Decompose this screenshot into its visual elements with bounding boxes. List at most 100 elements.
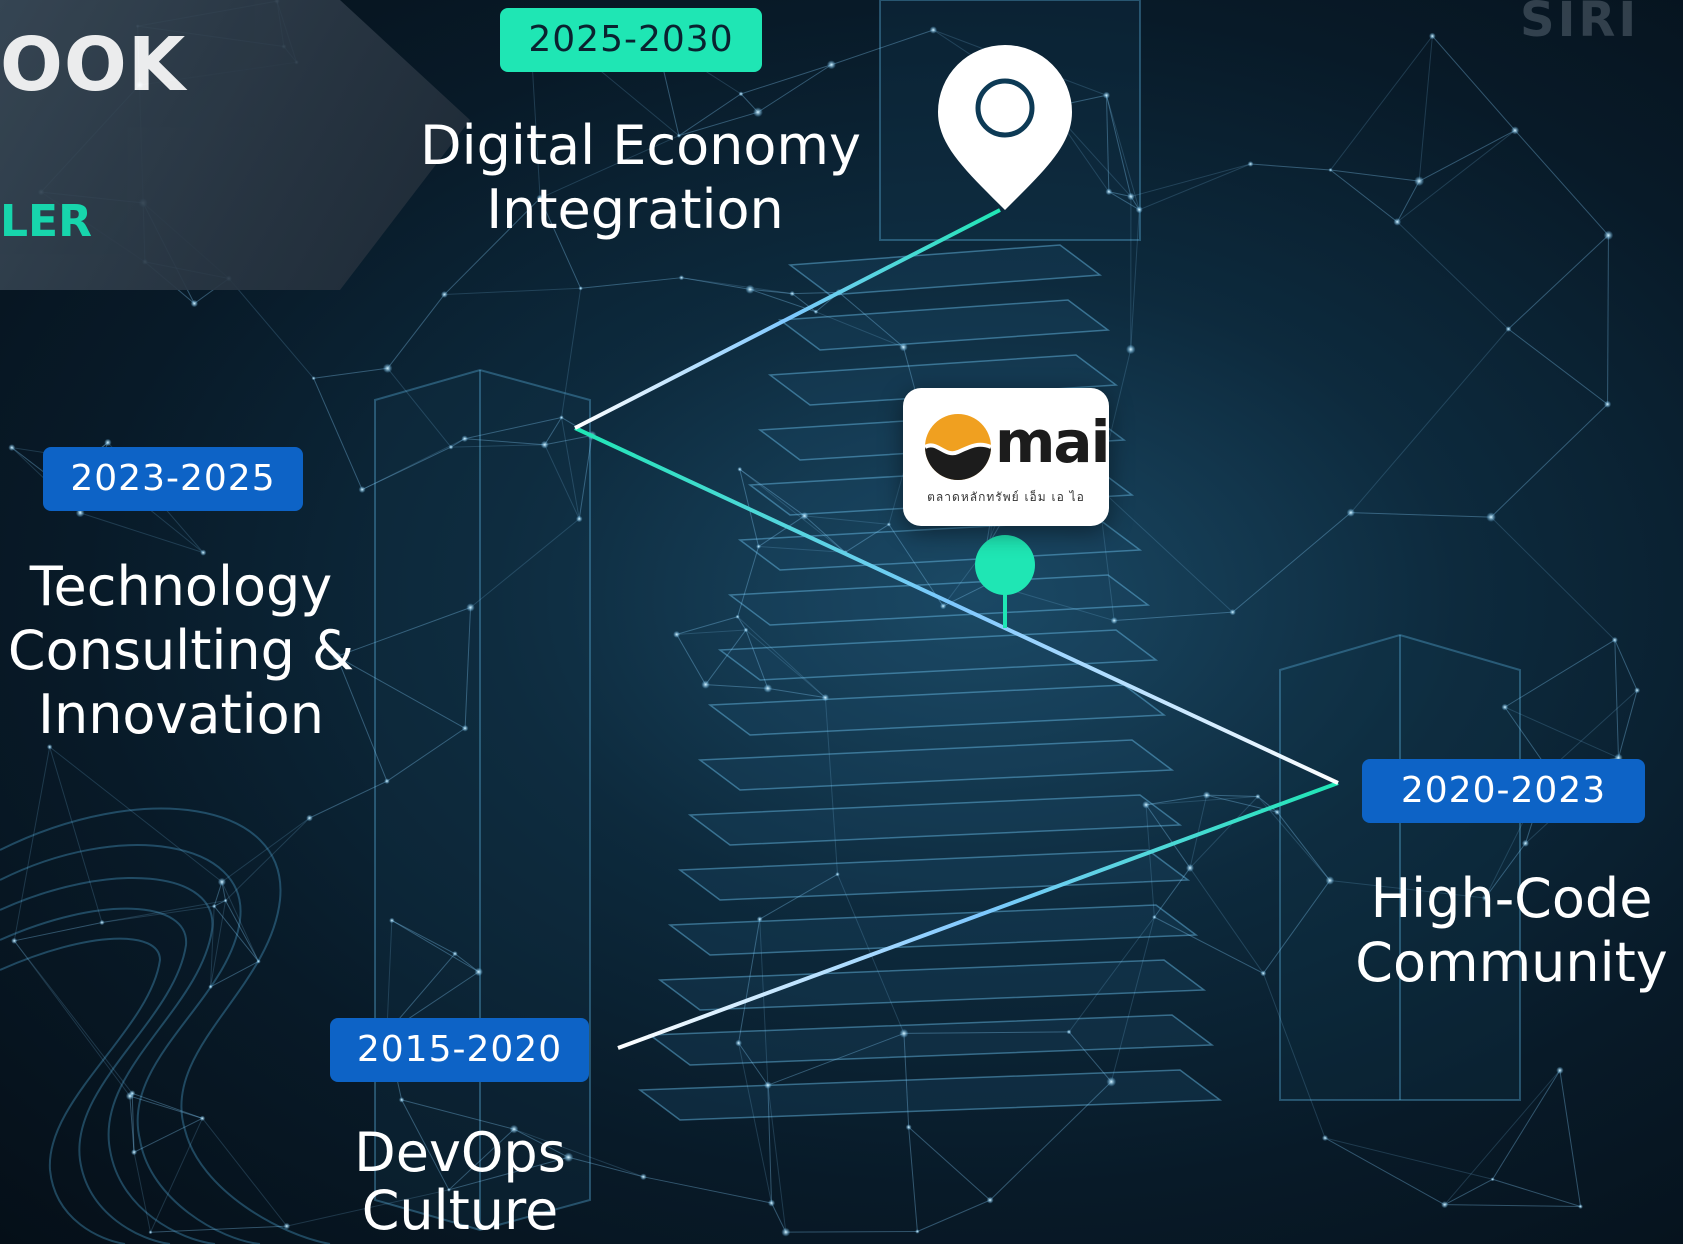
network-node xyxy=(8,444,16,452)
network-line xyxy=(513,1128,569,1158)
network-line xyxy=(13,940,133,1094)
network-line xyxy=(804,515,846,553)
network-line xyxy=(401,1099,450,1191)
network-line xyxy=(1514,130,1609,236)
network-line xyxy=(129,1096,135,1153)
network-node xyxy=(676,133,682,138)
network-node xyxy=(125,1092,134,1101)
network-node xyxy=(781,1227,791,1237)
network-line xyxy=(1492,1178,1581,1208)
network-line xyxy=(448,1156,569,1191)
network-line xyxy=(1154,916,1264,974)
network-line xyxy=(313,378,363,490)
network-line xyxy=(1105,95,1110,192)
network-node xyxy=(208,984,213,990)
network-node xyxy=(358,486,366,494)
network-line xyxy=(13,746,51,941)
network-line xyxy=(1153,867,1191,918)
network-node xyxy=(1490,1177,1495,1182)
network-line xyxy=(917,1199,991,1232)
network-line xyxy=(131,1093,135,1153)
network-line xyxy=(737,616,747,631)
network-line xyxy=(202,1118,288,1227)
network-line xyxy=(1330,169,1420,182)
network-line xyxy=(213,905,259,962)
panel-title: OOK xyxy=(0,22,187,108)
network-line xyxy=(749,288,793,295)
network-line xyxy=(513,1128,569,1158)
network-line xyxy=(1444,1204,1581,1208)
network-line xyxy=(1153,867,1191,918)
network-line xyxy=(1330,169,1420,182)
network-node xyxy=(306,814,313,822)
network-line xyxy=(1418,129,1516,182)
network-node xyxy=(536,194,544,202)
stair-step xyxy=(687,794,1183,846)
network-node xyxy=(737,466,743,472)
network-line xyxy=(210,906,215,987)
network-node xyxy=(1185,863,1195,872)
network-line xyxy=(361,446,452,491)
network-line xyxy=(1396,130,1516,223)
network-line xyxy=(14,922,103,942)
network-node xyxy=(1325,876,1335,885)
network-node xyxy=(1106,1076,1117,1087)
dot-marker-icon xyxy=(975,535,1035,595)
network-line xyxy=(132,1092,203,1119)
network-line xyxy=(757,64,832,113)
network-line xyxy=(1130,209,1140,350)
network-line xyxy=(1444,1204,1581,1208)
network-node xyxy=(1603,400,1612,408)
network-line xyxy=(1105,95,1132,197)
network-node xyxy=(1521,839,1530,847)
title-line: Technology xyxy=(29,555,333,618)
network-line xyxy=(401,1099,450,1191)
network-line xyxy=(387,294,445,369)
network-node xyxy=(509,1124,519,1134)
network-line xyxy=(643,1176,772,1204)
network-line xyxy=(386,727,466,782)
network-node xyxy=(199,1115,206,1122)
network-line xyxy=(844,523,890,553)
network-line xyxy=(1276,811,1331,881)
network-node xyxy=(211,903,217,909)
network-node xyxy=(1142,800,1150,809)
network-line xyxy=(578,435,593,519)
network-line xyxy=(831,29,934,66)
network-line xyxy=(738,1042,769,1086)
network-line xyxy=(1097,486,1234,613)
network-node xyxy=(735,614,740,619)
network-line xyxy=(1068,1031,1112,1083)
network-line xyxy=(838,292,904,348)
network-node xyxy=(745,284,755,294)
network-line xyxy=(758,515,805,547)
network-line xyxy=(1548,689,1638,771)
network-node xyxy=(1428,32,1436,40)
stair-step xyxy=(697,739,1175,791)
network-line xyxy=(767,1032,905,1086)
network-line xyxy=(361,446,452,491)
network-node xyxy=(756,916,763,923)
network-node xyxy=(559,415,564,420)
network-line xyxy=(989,1081,1112,1201)
network-line xyxy=(1508,328,1608,405)
network-line xyxy=(1262,880,1331,974)
title-line: Digital Economy xyxy=(420,114,861,177)
network-line xyxy=(739,468,805,517)
network-line xyxy=(745,629,769,689)
network-line xyxy=(361,438,465,491)
mai-wordmark: mai xyxy=(995,408,1110,476)
network-line xyxy=(101,900,226,923)
network-line xyxy=(1444,1178,1493,1206)
network-node xyxy=(1274,809,1281,816)
network-line xyxy=(221,881,259,962)
network-line xyxy=(1607,235,1609,405)
network-node xyxy=(756,544,762,549)
milestone-title-2025-2030: Digital Economy Integration xyxy=(420,114,861,242)
network-line xyxy=(210,960,259,988)
network-line xyxy=(1257,796,1278,813)
network-line xyxy=(454,953,480,973)
network-line xyxy=(129,1095,203,1119)
network-line xyxy=(758,515,805,547)
